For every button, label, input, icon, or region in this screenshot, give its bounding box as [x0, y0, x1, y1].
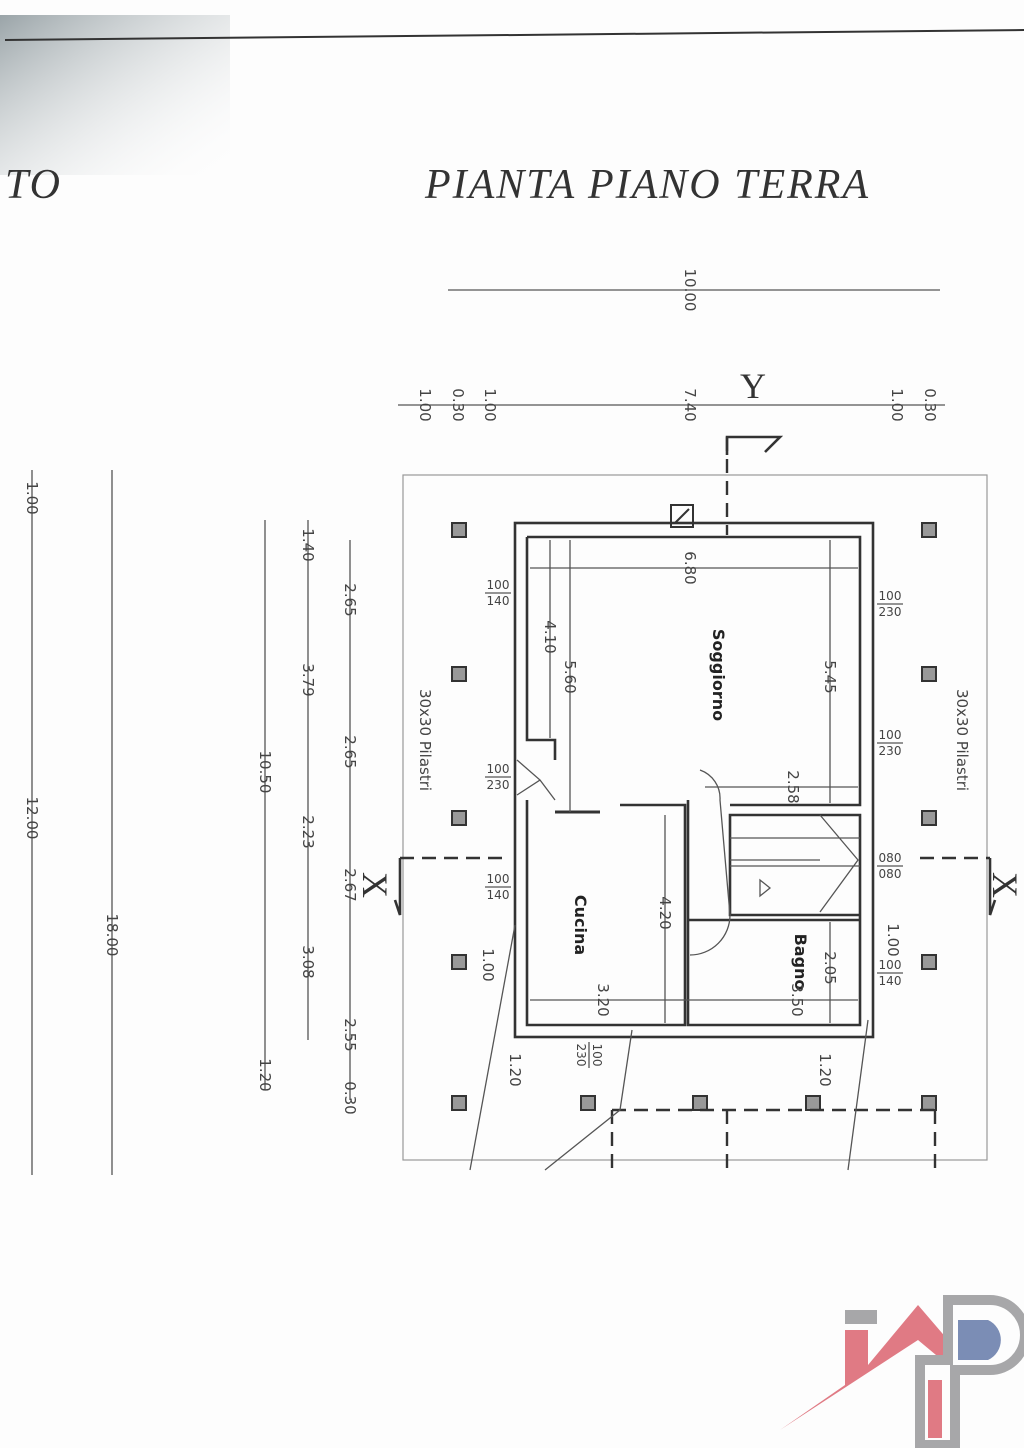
dim-label: 3.79: [299, 663, 317, 696]
scan-shadow: [0, 15, 230, 175]
section-marker-x-right: [988, 858, 997, 916]
svg-text:080: 080: [879, 867, 902, 881]
svg-text:230: 230: [879, 605, 902, 619]
dim-label: 7.40: [681, 388, 699, 421]
svg-text:080: 080: [879, 851, 902, 865]
dim-label: 4.10: [541, 620, 559, 653]
section-x-label-right: X: [985, 872, 1024, 898]
dim-label: 10.50: [256, 751, 274, 794]
dim-label: 18.00: [103, 914, 121, 957]
dim-label: 0.30: [921, 388, 939, 421]
svg-text:100: 100: [879, 958, 902, 972]
dim-label: 1.00: [416, 388, 434, 421]
dim-label: 1.00: [479, 948, 497, 981]
partial-title: TO: [5, 162, 62, 208]
dim-label: 2.23: [299, 815, 317, 848]
dim-label: 3.08: [299, 945, 317, 978]
dim-label: 1.00: [481, 388, 499, 421]
dim-label: 1.20: [816, 1053, 834, 1086]
pilastri-label-right: 30x30 Pilastri: [953, 689, 971, 791]
lot-boundary: [402, 474, 988, 1161]
svg-text:100: 100: [487, 578, 510, 592]
dim-label: 1.00: [23, 481, 41, 514]
svg-text:230: 230: [574, 1044, 588, 1067]
top-dimension-segments: 1.00 0.30 1.00 7.40 1.00 0.30: [398, 388, 945, 422]
dim-label: 1.20: [256, 1058, 274, 1091]
svg-text:100: 100: [590, 1044, 604, 1067]
left-dimensions: 2.65 2.65 2.67 2.55 0.30 1.40 3.79 2.23 …: [23, 470, 359, 1175]
room-label-soggiorno: Soggiorno: [709, 629, 728, 721]
dim-label: 12.00: [23, 797, 41, 840]
dim-label: 1.40: [299, 528, 317, 561]
pillars: [451, 522, 937, 1111]
dim-label: 3.50: [788, 983, 806, 1016]
page-title: PIANTA PIANO TERRA: [424, 162, 870, 208]
dim-label: 6.80: [681, 551, 699, 584]
dim-label: 1.20: [506, 1053, 524, 1086]
dim-label: 0.30: [449, 388, 467, 421]
dim-label: 3.20: [594, 983, 612, 1016]
dim-label: 2.55: [341, 1018, 359, 1051]
dim-label: 5.60: [561, 660, 579, 693]
leader-lines: [469, 924, 869, 1171]
room-label-bagno: Bagno: [791, 934, 810, 991]
dim-label: 4.20: [656, 896, 674, 929]
top-dimension-overall: 10.00: [448, 269, 940, 312]
svg-text:140: 140: [879, 974, 902, 988]
dim-label: 2.67: [341, 868, 359, 901]
sheet-border-line: [4, 29, 1024, 41]
dim-label: 0.30: [341, 1081, 359, 1114]
svg-text:100: 100: [879, 589, 902, 603]
dim-label: 1.00: [888, 388, 906, 421]
section-x-label-left: X: [355, 872, 395, 898]
inner-dimensions: 6.80 4.10 5.60 5.45 2.58 4.20 3.20 3.50 …: [479, 540, 902, 1087]
svg-text:230: 230: [879, 744, 902, 758]
dim-label: 2.05: [821, 951, 839, 984]
section-line-bottom: [610, 1108, 937, 1170]
dim-label: 5.45: [821, 660, 839, 693]
svg-text:100: 100: [487, 872, 510, 886]
svg-text:140: 140: [487, 888, 510, 902]
room-label-cucina: Cucina: [571, 895, 590, 955]
dim-label: 1.00: [884, 923, 902, 956]
chimney-flue: [670, 504, 694, 528]
building-walls: [513, 521, 875, 1039]
dim-label: 2.65: [341, 735, 359, 768]
dim-label: 2.58: [784, 770, 802, 803]
svg-text:140: 140: [487, 594, 510, 608]
section-marker-y: [725, 435, 784, 455]
section-marker-x-left: [393, 858, 402, 916]
dim-label: 2.65: [341, 583, 359, 616]
agency-logo: [780, 1295, 1024, 1448]
svg-text:100: 100: [879, 728, 902, 742]
dim-label: 10.00: [681, 269, 699, 312]
svg-text:230: 230: [487, 778, 510, 792]
pilastri-label-left: 30x30 Pilastri: [416, 689, 434, 791]
svg-text:100: 100: [487, 762, 510, 776]
section-y-label: Y: [740, 366, 766, 406]
